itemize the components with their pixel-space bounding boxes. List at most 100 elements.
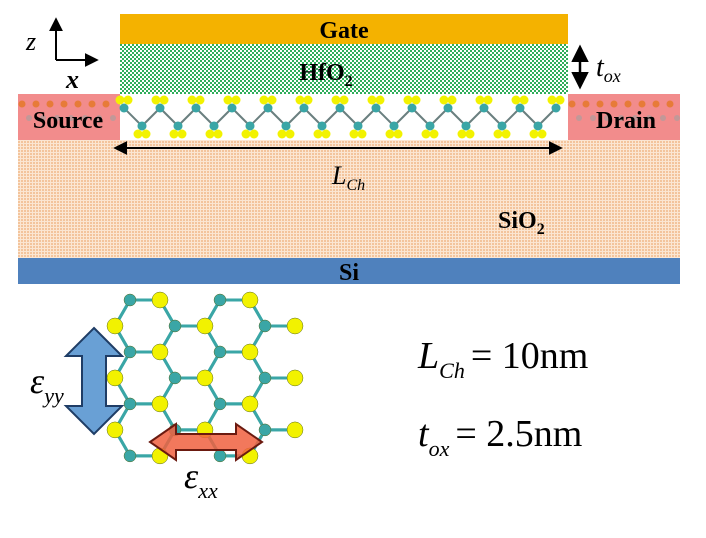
s-atom: [349, 129, 359, 139]
gate-layer: [120, 14, 568, 44]
s-atom: [196, 369, 214, 387]
lch-dimension-label: LCh: [331, 161, 365, 194]
hfo2-layer: [120, 44, 568, 94]
s-atom: [501, 129, 511, 139]
strain-yy-label: εyy: [30, 361, 64, 408]
mo-atom: [155, 103, 165, 113]
mo-atom: [123, 449, 137, 463]
s-atom: [241, 291, 259, 309]
mo-atom: [119, 103, 129, 113]
s-atom: [259, 95, 269, 105]
mo-atom: [479, 103, 489, 113]
s-atom: [106, 317, 124, 335]
s-atom: [339, 95, 349, 105]
contact-atom: [590, 115, 596, 121]
s-atom: [357, 129, 367, 139]
contact-atom: [40, 115, 46, 121]
mo-atom: [551, 103, 561, 113]
s-atom: [177, 129, 187, 139]
contact-atom: [96, 115, 102, 121]
sio2-label: SiO2: [498, 208, 545, 238]
contact-atom: [674, 115, 680, 121]
contact-atom: [660, 115, 666, 121]
mo-atom: [299, 103, 309, 113]
contact-atom: [652, 100, 660, 108]
strain-xx-arrow: [148, 422, 264, 462]
s-atom: [223, 95, 233, 105]
mo-atom: [317, 121, 327, 131]
contact-atom: [54, 115, 60, 121]
mo-atom: [123, 293, 137, 307]
s-atom: [447, 95, 457, 105]
s-atom: [465, 129, 475, 139]
strain-yy-arrow: [63, 326, 125, 436]
s-atom: [286, 421, 304, 439]
contact-atom: [102, 100, 110, 108]
si-layer: [18, 258, 680, 284]
s-atom: [286, 369, 304, 387]
contact-atom: [110, 115, 116, 121]
s-atom: [286, 317, 304, 335]
s-atom: [285, 129, 295, 139]
contact-atom: [46, 100, 54, 108]
strain-xx-label: εxx: [184, 456, 218, 503]
s-atom: [213, 129, 223, 139]
s-atom: [151, 343, 169, 361]
mo-atom: [407, 103, 417, 113]
s-atom: [429, 129, 439, 139]
s-atom: [151, 291, 169, 309]
s-atom: [393, 129, 403, 139]
gate-label: Gate: [319, 18, 369, 44]
mo-atom: [443, 103, 453, 113]
mo-atom: [123, 345, 137, 359]
mo-atom: [213, 293, 227, 307]
mo-atom: [371, 103, 381, 113]
lch-value-text: LCh= 10nm: [417, 335, 588, 383]
contact-atom: [638, 100, 646, 108]
contact-atoms: [18, 100, 680, 121]
mo-atom: [213, 449, 227, 463]
mo-atom: [227, 103, 237, 113]
s-atom: [133, 129, 143, 139]
s-atom: [295, 95, 305, 105]
s-atom: [375, 95, 385, 105]
contact-atom: [596, 100, 604, 108]
contact-atom: [604, 115, 610, 121]
s-atom: [385, 129, 395, 139]
mo-atom: [168, 319, 182, 333]
s-atom: [106, 421, 124, 439]
tox-value-text: tox= 2.5nm: [418, 413, 582, 461]
si-label: Si: [339, 260, 359, 286]
s-atom: [403, 95, 413, 105]
mo-atom: [533, 121, 543, 131]
mo-atom: [515, 103, 525, 113]
mos2-lattice-top-view: [106, 291, 304, 465]
mo-atom: [245, 121, 255, 131]
z-axis-label: z: [25, 27, 36, 56]
s-atom: [313, 129, 323, 139]
s-atom: [241, 343, 259, 361]
s-atom: [241, 395, 259, 413]
s-atom: [475, 95, 485, 105]
s-atom: [106, 369, 124, 387]
mo-atom: [461, 121, 471, 131]
mos2-channel: [115, 95, 565, 139]
s-atom: [169, 129, 179, 139]
contact-atom: [576, 115, 582, 121]
contact-atom: [568, 100, 576, 108]
mo-atom: [123, 397, 137, 411]
contact-atom: [68, 115, 74, 121]
contact-atom: [60, 100, 68, 108]
s-atom: [241, 129, 251, 139]
s-atom: [439, 95, 449, 105]
s-atom: [483, 95, 493, 105]
s-atom: [303, 95, 313, 105]
mo-atom: [168, 371, 182, 385]
s-atom: [367, 95, 377, 105]
s-atom: [519, 95, 529, 105]
contact-atom: [610, 100, 618, 108]
mo-atom: [281, 121, 291, 131]
s-atom: [115, 95, 125, 105]
mo-atom: [263, 103, 273, 113]
